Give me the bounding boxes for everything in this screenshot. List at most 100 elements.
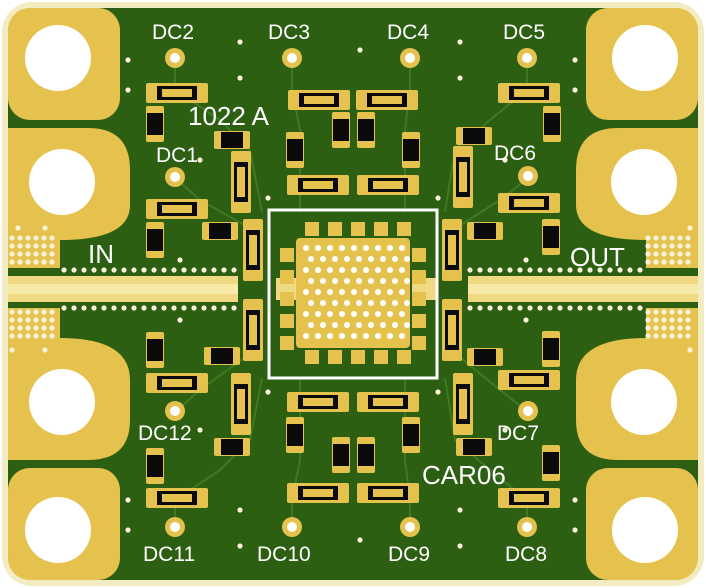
stitching-via	[677, 325, 683, 331]
capacitor-marking	[303, 398, 333, 406]
thermal-via	[392, 322, 398, 328]
stitching-via	[181, 267, 187, 273]
thermal-via	[351, 267, 357, 273]
stitching-via	[523, 317, 529, 323]
stitching-via	[577, 305, 583, 311]
stitching-via	[265, 195, 271, 201]
stitching-via	[497, 267, 503, 273]
stitching-via	[49, 317, 55, 323]
label-dc2: DC2	[152, 21, 195, 44]
stitching-via	[507, 267, 513, 273]
mmic-package	[267, 208, 439, 380]
stitching-via	[25, 251, 31, 257]
dc-pad-hole	[405, 53, 415, 63]
stitching-via	[9, 243, 15, 249]
capacitor-marking	[162, 494, 192, 502]
thermal-via	[339, 289, 345, 295]
package-pin	[280, 292, 294, 306]
stitching-via	[457, 543, 463, 549]
thermal-via	[380, 322, 386, 328]
capacitor-marking	[237, 167, 245, 197]
stitching-via	[669, 333, 675, 339]
stitching-via	[457, 75, 463, 81]
thermal-via	[363, 333, 369, 339]
label-dc10: DC10	[257, 543, 311, 566]
capacitor-marking	[459, 389, 467, 419]
stitching-via	[25, 259, 31, 265]
package-pin	[412, 336, 426, 350]
package-pin	[351, 222, 365, 236]
thermal-via	[315, 333, 321, 339]
stitching-via	[33, 325, 39, 331]
thermal-via	[315, 245, 321, 251]
thermal-via	[303, 333, 309, 339]
thermal-via	[344, 322, 350, 328]
smd-components	[146, 83, 561, 508]
stitching-via	[669, 251, 675, 257]
stitching-via	[121, 267, 127, 273]
stitching-via	[653, 251, 659, 257]
thermal-via	[308, 278, 314, 284]
stitching-via	[71, 305, 77, 311]
package-pin	[280, 314, 294, 328]
resistor-body	[287, 139, 303, 161]
stitching-via	[677, 309, 683, 315]
thermal-via	[320, 256, 326, 262]
thermal-via	[344, 300, 350, 306]
stitching-via	[661, 317, 667, 323]
resistor-body	[403, 424, 419, 446]
package-pin	[305, 350, 319, 364]
capacitor-marking	[162, 205, 192, 213]
dc-test-pads	[165, 48, 538, 537]
thermal-via	[303, 267, 309, 273]
stitching-via	[41, 243, 47, 249]
stitching-via	[685, 317, 691, 323]
thermal-via	[399, 245, 405, 251]
resistor-body	[147, 339, 163, 361]
stitching-via	[17, 333, 23, 339]
resistor-body	[358, 444, 374, 466]
stitching-via	[101, 305, 107, 311]
stitching-via	[661, 309, 667, 315]
thermal-via	[351, 311, 357, 317]
stitching-via	[49, 243, 55, 249]
stitching-via	[91, 305, 97, 311]
stitching-via	[237, 507, 243, 513]
capacitor-marking	[162, 89, 192, 97]
stitching-via	[9, 259, 15, 265]
thermal-via	[356, 256, 362, 262]
dc-pad-hole	[170, 406, 180, 416]
thermal-via	[363, 289, 369, 295]
stitching-via	[9, 325, 15, 331]
thermal-via	[404, 322, 410, 328]
package-pin	[412, 248, 426, 262]
thermal-via	[404, 300, 410, 306]
thermal-via	[327, 289, 333, 295]
stitching-via	[487, 305, 493, 311]
stitching-via	[41, 235, 47, 241]
stitching-via	[171, 267, 177, 273]
thermal-via	[327, 245, 333, 251]
stitching-via	[502, 157, 508, 163]
stitching-via	[557, 267, 563, 273]
stitching-via	[237, 543, 243, 549]
stitching-via	[677, 317, 683, 323]
package-pin	[374, 350, 388, 364]
stitching-via	[41, 309, 47, 315]
stitching-via	[669, 325, 675, 331]
stitching-via	[645, 251, 651, 257]
dc-pad-hole	[523, 406, 533, 416]
package-pin	[280, 270, 294, 284]
stitching-via	[41, 251, 47, 257]
thermal-via	[315, 311, 321, 317]
resistor-body	[463, 128, 485, 144]
thermal-via	[315, 267, 321, 273]
thermal-via	[375, 245, 381, 251]
stitching-via	[597, 267, 603, 273]
dc-pad-hole	[170, 53, 180, 63]
stitching-via	[572, 57, 578, 63]
capacitor-marking	[514, 89, 544, 97]
thermal-via	[327, 267, 333, 273]
label-dc5: DC5	[503, 21, 546, 44]
stitching-via	[17, 325, 23, 331]
